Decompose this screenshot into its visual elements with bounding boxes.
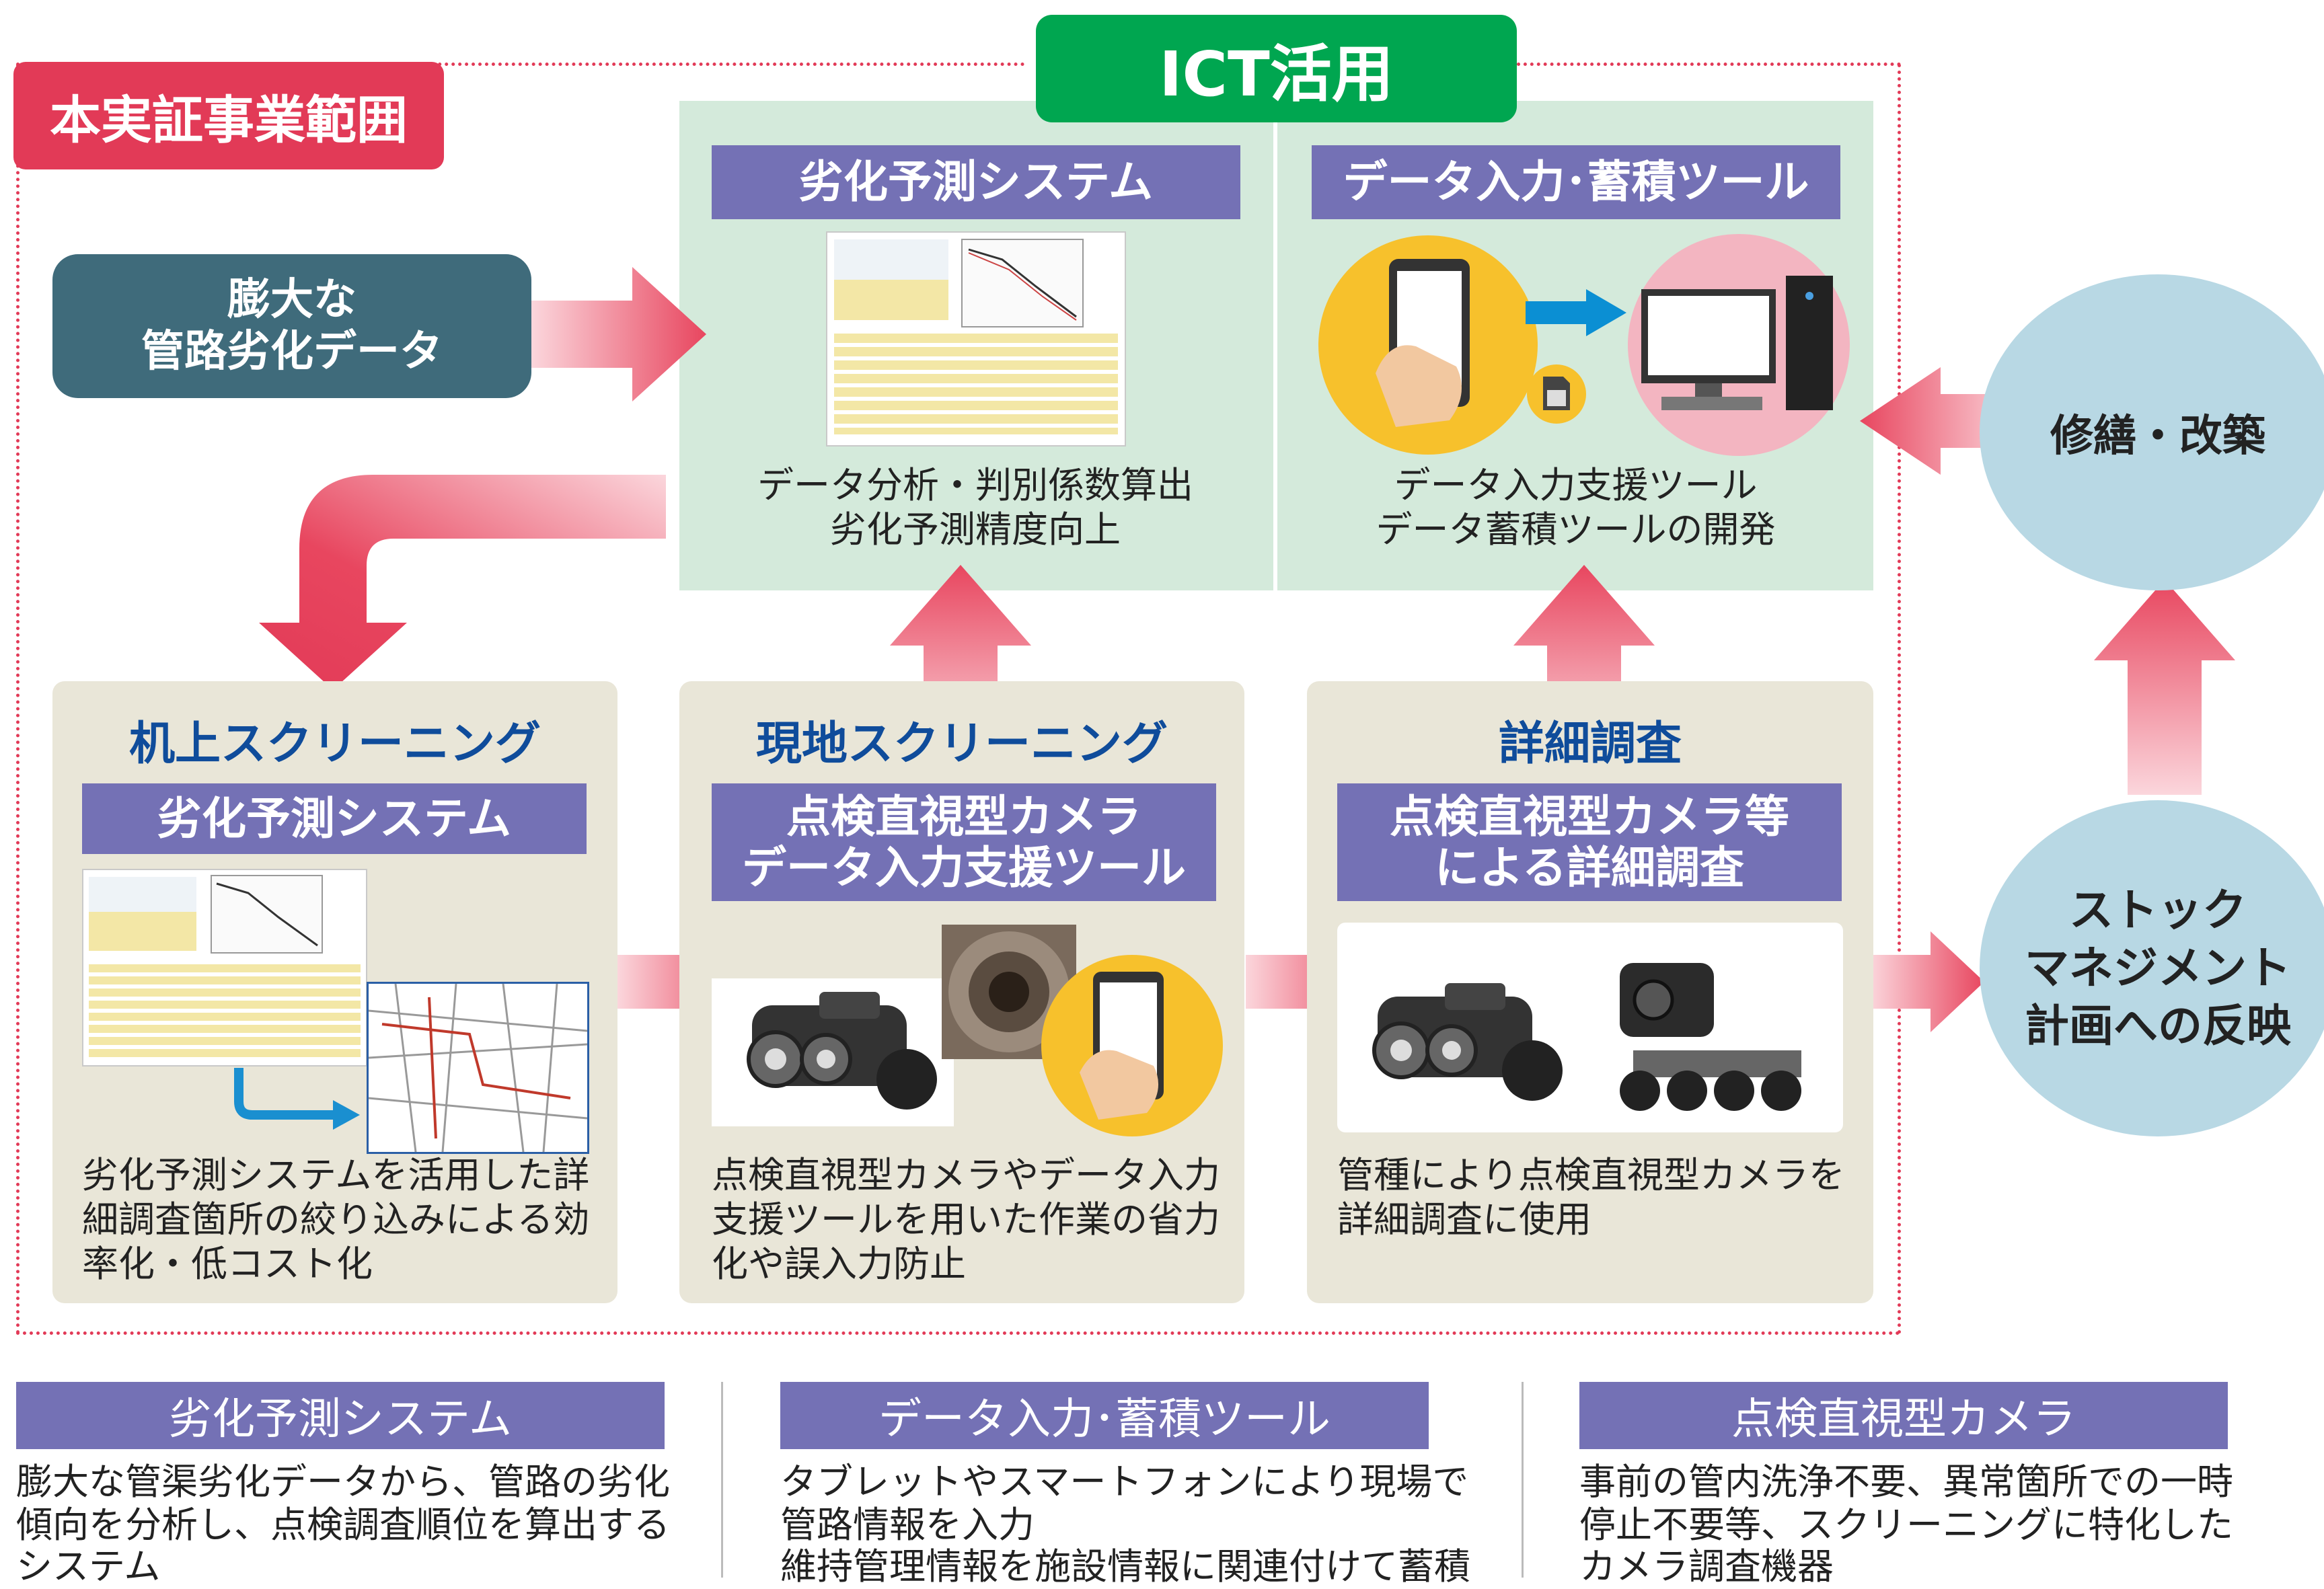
- map-arrow-icon: [234, 1068, 360, 1130]
- ict-label: ICT活用: [1036, 15, 1517, 122]
- scope-border-top-right: [1517, 63, 1901, 66]
- detail-subtitle-line1: 点検直視型カメラ等: [1390, 790, 1789, 843]
- field-tablet-icon: [1080, 972, 1164, 1120]
- stock-line-3: 計画への反映: [2025, 999, 2291, 1052]
- field-screening-heading: 現地スクリーニング: [755, 718, 1168, 771]
- bottom-data-tool-text-1: タブレットやスマートフォンにより現場で: [780, 1461, 1469, 1503]
- transfer-arrow-icon: [1526, 289, 1626, 336]
- bottom-camera-text-1: 事前の管内洗浄不要、異常箇所での一時: [1579, 1461, 2233, 1503]
- field-screening-subtitle: 点検直視型カメラ データ入力支援ツール: [712, 783, 1216, 901]
- bottom-data-tool-text-3: 維持管理情報を施設情報に関連付けて蓄積: [780, 1545, 1470, 1588]
- arrow-detail-to-stock: [1870, 931, 1984, 1032]
- prediction-graph-icon: [961, 239, 1084, 327]
- detail-survey-text-2: 詳細調査に使用: [1337, 1198, 1591, 1241]
- bottom-camera-title: 点検直視型カメラ: [1579, 1382, 2228, 1449]
- bottom-prediction-text-1: 膨大な管渠劣化データから、管路の劣化: [16, 1461, 670, 1503]
- bottom-prediction-text-3: システム: [16, 1545, 161, 1588]
- pipe-network-map: [367, 982, 589, 1154]
- detail-survey-heading: 詳細調査: [1498, 718, 1682, 771]
- arrow-stock-to-repair: [2094, 580, 2235, 795]
- computer-icon: [1641, 276, 1833, 410]
- detail-survey-subtitle: 点検直視型カメラ等 による詳細調査: [1337, 783, 1842, 901]
- input-data-line2: 管路劣化データ: [141, 327, 443, 377]
- bottom-prediction-text-2: 傾向を分析し、点検調査順位を算出する: [16, 1504, 670, 1546]
- inspection-camera-image: [712, 978, 954, 1126]
- stock-line-1: ストック: [2069, 884, 2247, 937]
- field-screening-text-1: 点検直視型カメラやデータ入力: [712, 1154, 1220, 1196]
- prediction-system-title: 劣化予測システム: [712, 145, 1240, 219]
- scope-border-top-left: [16, 63, 1025, 66]
- input-data-box: 膨大な 管路劣化データ: [52, 254, 531, 398]
- scope-border: [16, 64, 1901, 1335]
- field-screening-text-3: 化や誤入力防止: [712, 1243, 966, 1285]
- pipe-interior-image: [942, 925, 1076, 1059]
- desktop-screening-text-2: 細調査箇所の絞り込みによる効: [82, 1198, 590, 1241]
- data-tool-caption-2: データ蓄積ツールの開発: [1376, 508, 1776, 551]
- tablet-icon: [1376, 259, 1470, 427]
- arrow-data-to-prediction: [531, 267, 706, 401]
- bottom-camera-text-2: 停止不要等、スクリーニングに特化した: [1579, 1504, 2233, 1546]
- bottom-data-tool-title: データ入力･蓄積ツール: [780, 1382, 1429, 1449]
- bottom-divider-1: [721, 1382, 723, 1578]
- detail-survey-text-1: 管種により点検直視型カメラを: [1337, 1154, 1845, 1196]
- bottom-divider-2: [1522, 1382, 1524, 1578]
- sd-card-icon: [1543, 377, 1570, 410]
- data-tool-caption-1: データ入力支援ツール: [1394, 464, 1758, 506]
- input-data-line1: 膨大な: [227, 275, 357, 325]
- bottom-camera-text-3: カメラ調査機器: [1579, 1545, 1834, 1588]
- detail-subtitle-line2: による詳細調査: [1434, 841, 1745, 894]
- prediction-caption-1: データ分析・判別係数算出: [757, 464, 1193, 506]
- repair-circle: 修繕・改築: [1980, 274, 2324, 590]
- ict-panel-divider: [1273, 121, 1277, 590]
- detail-cameras-image: [1337, 923, 1843, 1132]
- prediction-software-screenshot: [826, 231, 1126, 447]
- desktop-screening-subtitle: 劣化予測システム: [82, 783, 587, 854]
- desktop-screening-text-1: 劣化予測システムを活用した詳: [82, 1154, 590, 1196]
- desktop-prediction-screenshot: [82, 869, 367, 1067]
- field-subtitle-line1: 点検直視型カメラ: [786, 790, 1141, 843]
- field-screening-text-2: 支援ツールを用いた作業の省力: [712, 1198, 1220, 1241]
- bottom-data-tool-text-2: 管路情報を入力: [780, 1504, 1035, 1546]
- desktop-screening-heading: 机上スクリーニング: [128, 718, 541, 771]
- desktop-screening-text-3: 率化・低コスト化: [82, 1243, 373, 1285]
- field-subtitle-line2: データ入力支援ツール: [742, 841, 1186, 894]
- stock-management-circle: ストック マネジメント 計画への反映: [1980, 800, 2324, 1136]
- prediction-caption-2: 劣化予測精度向上: [830, 508, 1121, 551]
- data-tool-title: データ入力･蓄積ツール: [1312, 145, 1840, 219]
- bottom-prediction-title: 劣化予測システム: [16, 1382, 665, 1449]
- scope-label: 本実証事業範囲: [13, 62, 444, 169]
- arrow-curve-to-desktop: [259, 475, 666, 690]
- stock-line-2: マネジメント: [2025, 942, 2291, 995]
